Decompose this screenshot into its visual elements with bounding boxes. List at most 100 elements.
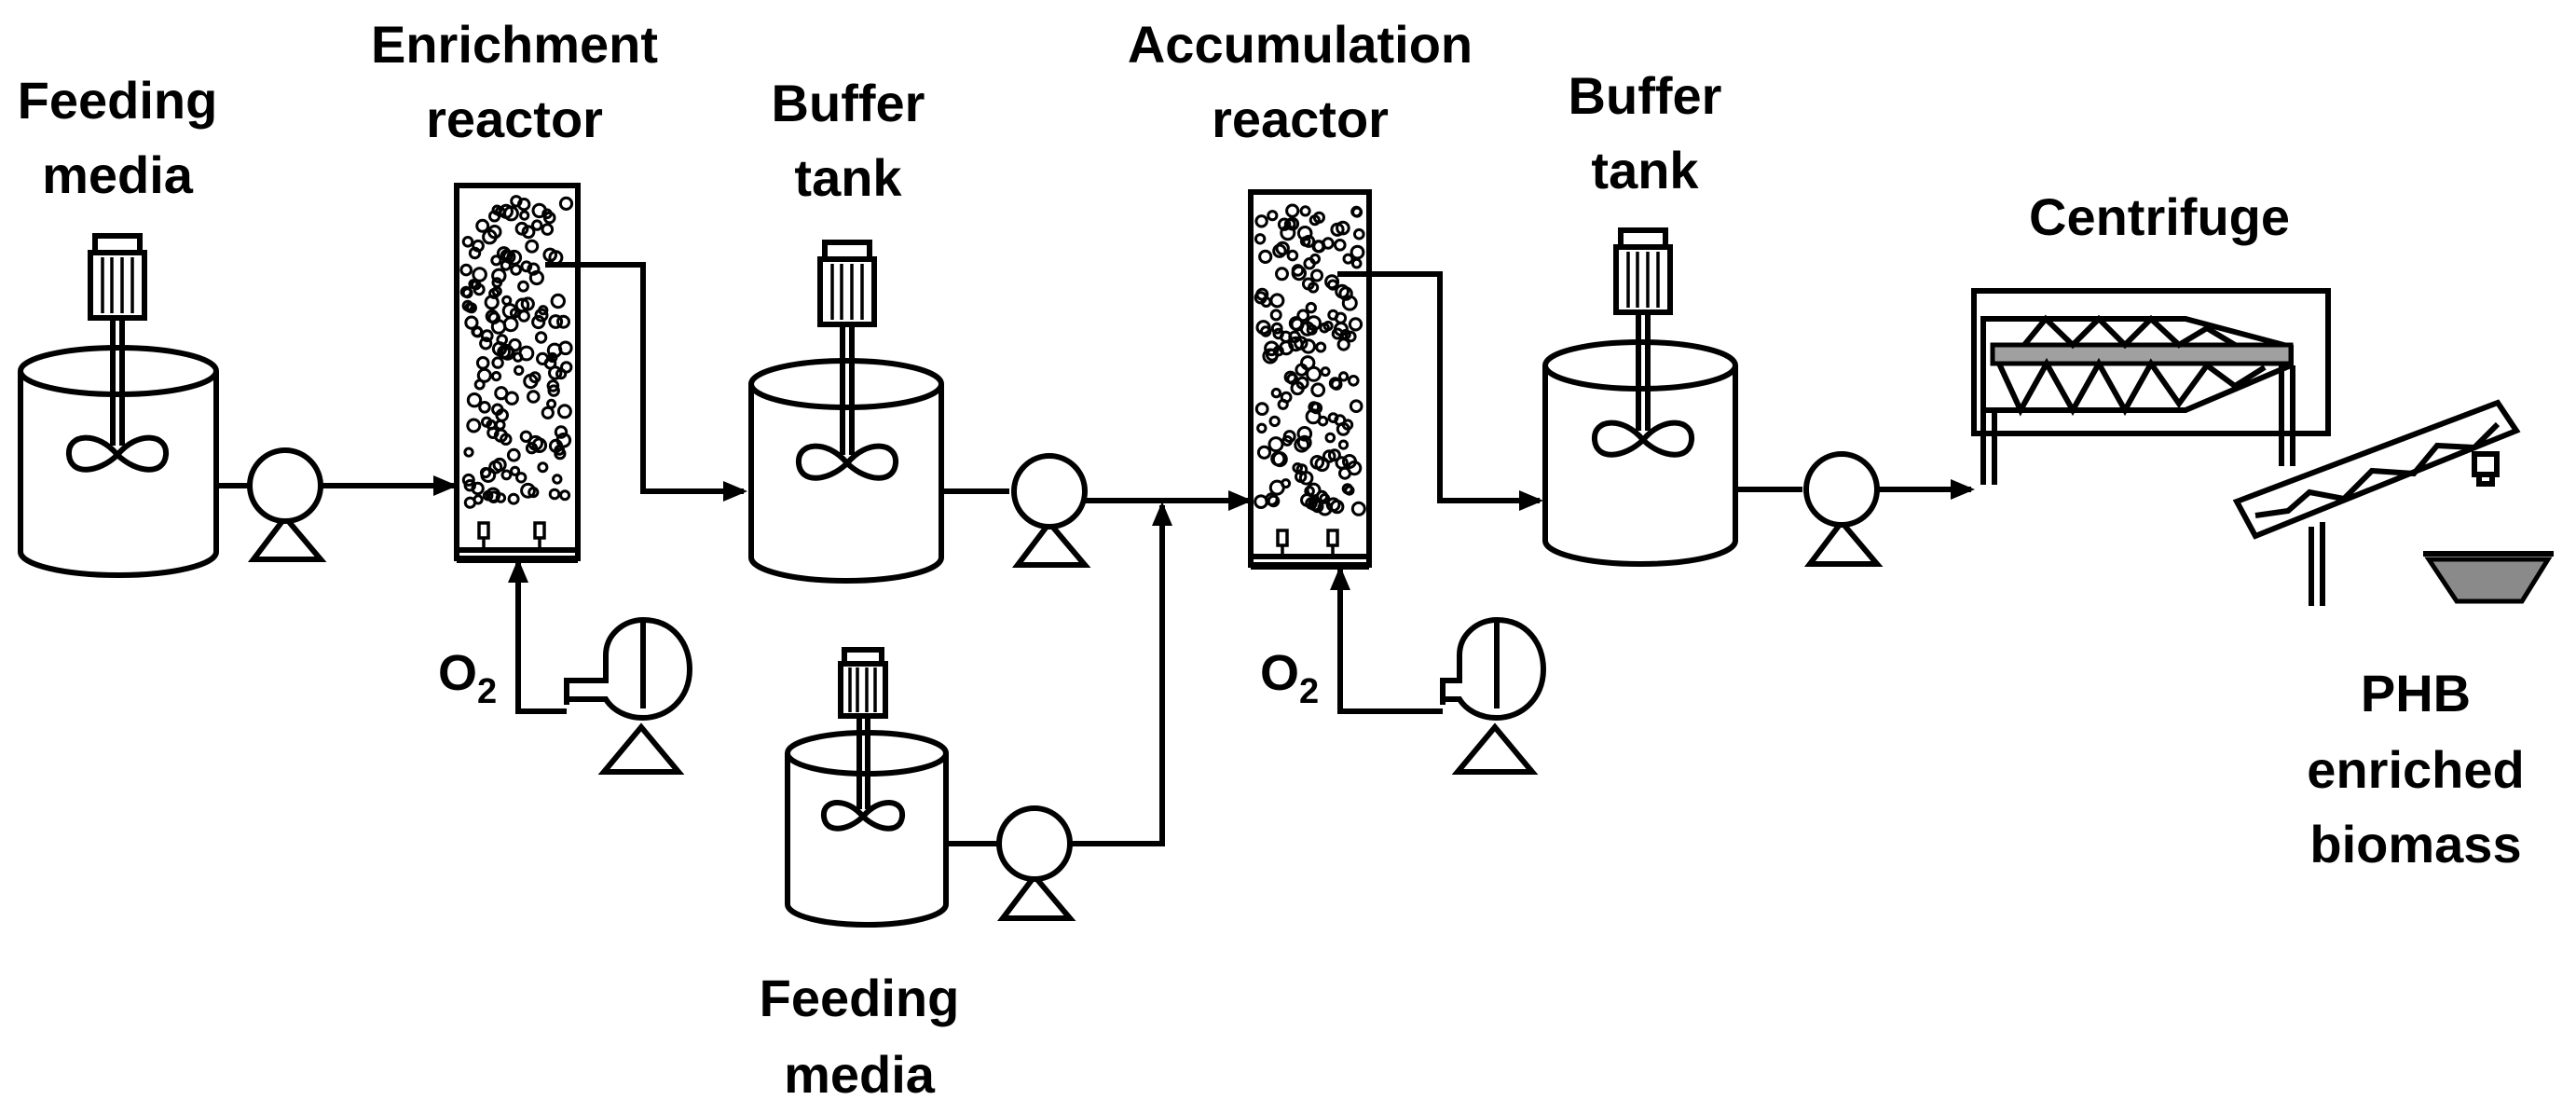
bubble [472,239,485,253]
bubble [1300,355,1316,371]
bubble [1338,371,1350,382]
bubble [506,249,523,266]
bubble [500,259,512,271]
bubble [1325,497,1341,513]
bubble [1310,268,1323,282]
bubble [479,337,493,351]
bubble [1254,494,1268,510]
bubble [555,433,572,448]
bubble [534,308,549,323]
bubble [1254,402,1269,417]
air-blower-icon [564,616,693,775]
bubble [490,371,502,382]
bubble [517,198,531,212]
bubble [494,419,506,431]
bubble [1260,296,1272,308]
bubble [1353,227,1365,241]
bubble [520,260,533,273]
bubble [1342,253,1354,265]
accumulation-reactor-label-line1: Accumulation [1128,15,1473,74]
bubble [548,314,564,329]
feeding-media-2-label-line2: media [784,1045,936,1104]
bubble [1254,214,1268,228]
bubble [527,390,541,404]
bubble [1320,366,1331,378]
bubble [1264,340,1280,357]
bubble [479,467,492,479]
bubble [541,208,553,220]
bubble [1334,239,1347,252]
bubble [464,315,479,330]
bubble [1301,277,1315,291]
bubble [496,334,509,346]
bubble [1344,485,1355,496]
bubble [547,384,560,397]
bubble [546,379,560,392]
bubble [504,391,519,406]
bubble [1296,426,1313,442]
decanter-centrifuge-icon [1971,288,2521,606]
feeding-media-1-label-line1: Feeding [18,71,218,130]
bubble [1312,240,1326,254]
bubble [1324,432,1336,444]
bubble [459,263,473,277]
bubble [519,210,530,221]
bubble [1342,454,1357,469]
stirred-tank-icon [18,233,219,578]
bubble [1267,210,1279,222]
bubble [548,488,561,501]
bubble [542,247,558,263]
bubble [1267,494,1281,508]
bubble [1315,489,1329,503]
bubble [1302,234,1316,248]
bubble [502,316,519,333]
bubble [506,447,521,462]
bubble [498,343,514,360]
collection-hopper-icon [2423,551,2554,604]
bubble [507,492,520,505]
bubble [517,309,530,323]
bubble [1277,217,1292,231]
bubble [1254,233,1267,245]
bubble [1270,387,1282,399]
bubble [1322,321,1334,332]
bubble [1322,449,1336,463]
bubble [466,392,483,408]
bubble [558,196,574,211]
bubble [1314,456,1330,473]
bubble [514,221,529,236]
bubble [1280,330,1293,343]
bubble [1283,370,1297,384]
bubble [514,364,525,376]
bubble [541,406,555,419]
bubble [472,267,487,282]
bubble [1267,436,1284,453]
bubble [1327,279,1339,291]
bubble [1260,325,1272,337]
bubble [552,474,563,485]
bubble [1258,249,1273,264]
air-blower-icon [1440,616,1547,775]
bubble [527,262,541,276]
bubble [517,280,529,293]
oxygen-2-label: O2 [1260,645,1319,711]
bubble [546,342,563,359]
bubble [556,404,572,419]
bubble [1317,415,1329,427]
bubble [478,401,491,414]
bubble [1271,451,1288,468]
bubble [1268,415,1281,428]
bubble [459,285,473,298]
product-label-line2: enriched [2307,740,2524,799]
stirred-tank-icon [1542,227,1738,567]
bubble [1309,402,1323,415]
bubble [536,351,550,365]
bubble [1310,382,1326,398]
centrifugal-pump-icon [1803,451,1884,567]
buffer-tank-2-label-line2: tank [1591,141,1699,199]
bubble [491,403,504,416]
product-label-line3: biomass [2309,815,2521,873]
bubble [534,331,548,344]
bubble [1296,434,1312,450]
